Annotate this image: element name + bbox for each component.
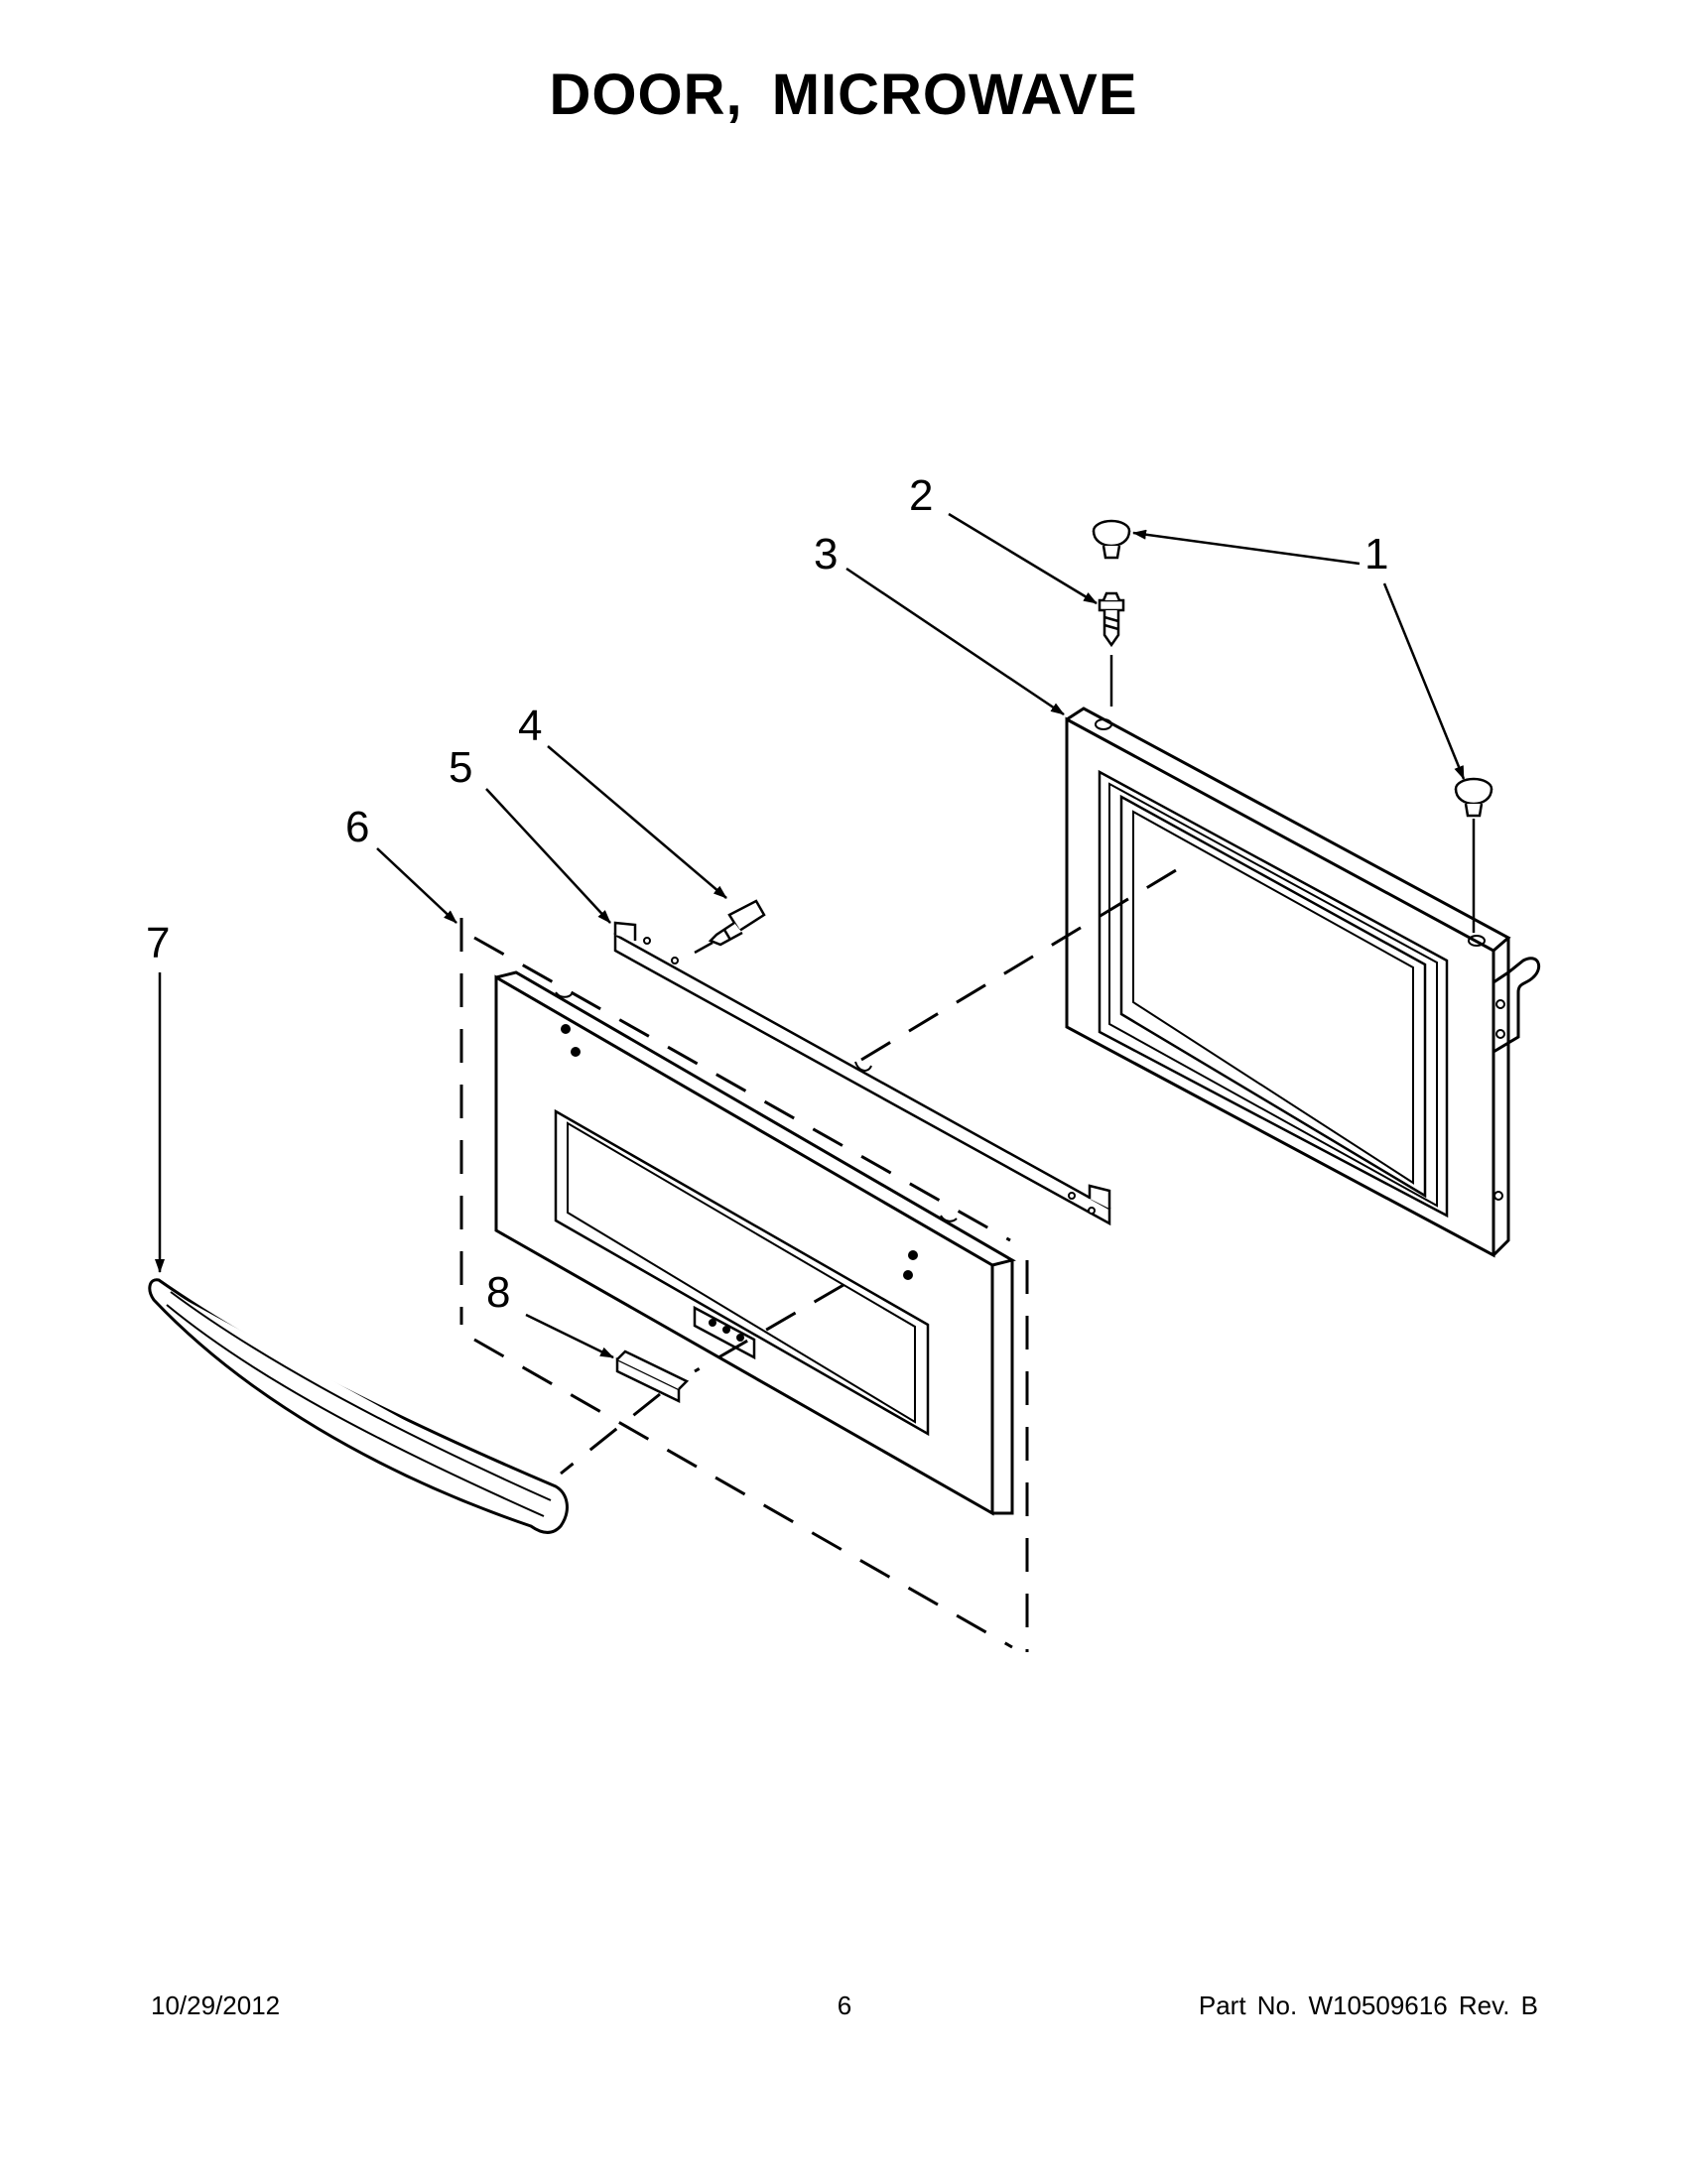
assembly-dashed-lines	[459, 859, 1192, 1652]
part-1-plug-top	[1092, 519, 1131, 560]
part-6-outer-door-panel	[494, 970, 1016, 1516]
callout-6: 6	[345, 803, 369, 851]
footer-page-number: 6	[837, 1991, 852, 2020]
callout-1: 1	[1364, 530, 1388, 578]
leader-lines	[155, 512, 1466, 1359]
part-8-badge	[615, 1349, 690, 1403]
part-2-screw	[1098, 591, 1125, 648]
callout-8: 8	[486, 1268, 510, 1317]
footer-date: 10/29/2012	[151, 1991, 281, 2020]
callout-5: 5	[449, 743, 472, 792]
callout-3: 3	[814, 530, 838, 578]
footer-part-number: Part No. W10509616 Rev. B	[1198, 1991, 1538, 2020]
callout-7: 7	[146, 919, 170, 967]
callout-4: 4	[518, 702, 542, 750]
part-7-handle	[148, 1278, 569, 1534]
part-3-inner-door-frame	[1065, 707, 1541, 1258]
part-4-screw	[708, 899, 766, 947]
callout-2: 2	[909, 471, 933, 520]
page-title: DOOR, MICROWAVE	[549, 63, 1138, 127]
part-5-bracket	[613, 921, 1111, 1226]
part-1-plug-right	[1454, 777, 1493, 818]
